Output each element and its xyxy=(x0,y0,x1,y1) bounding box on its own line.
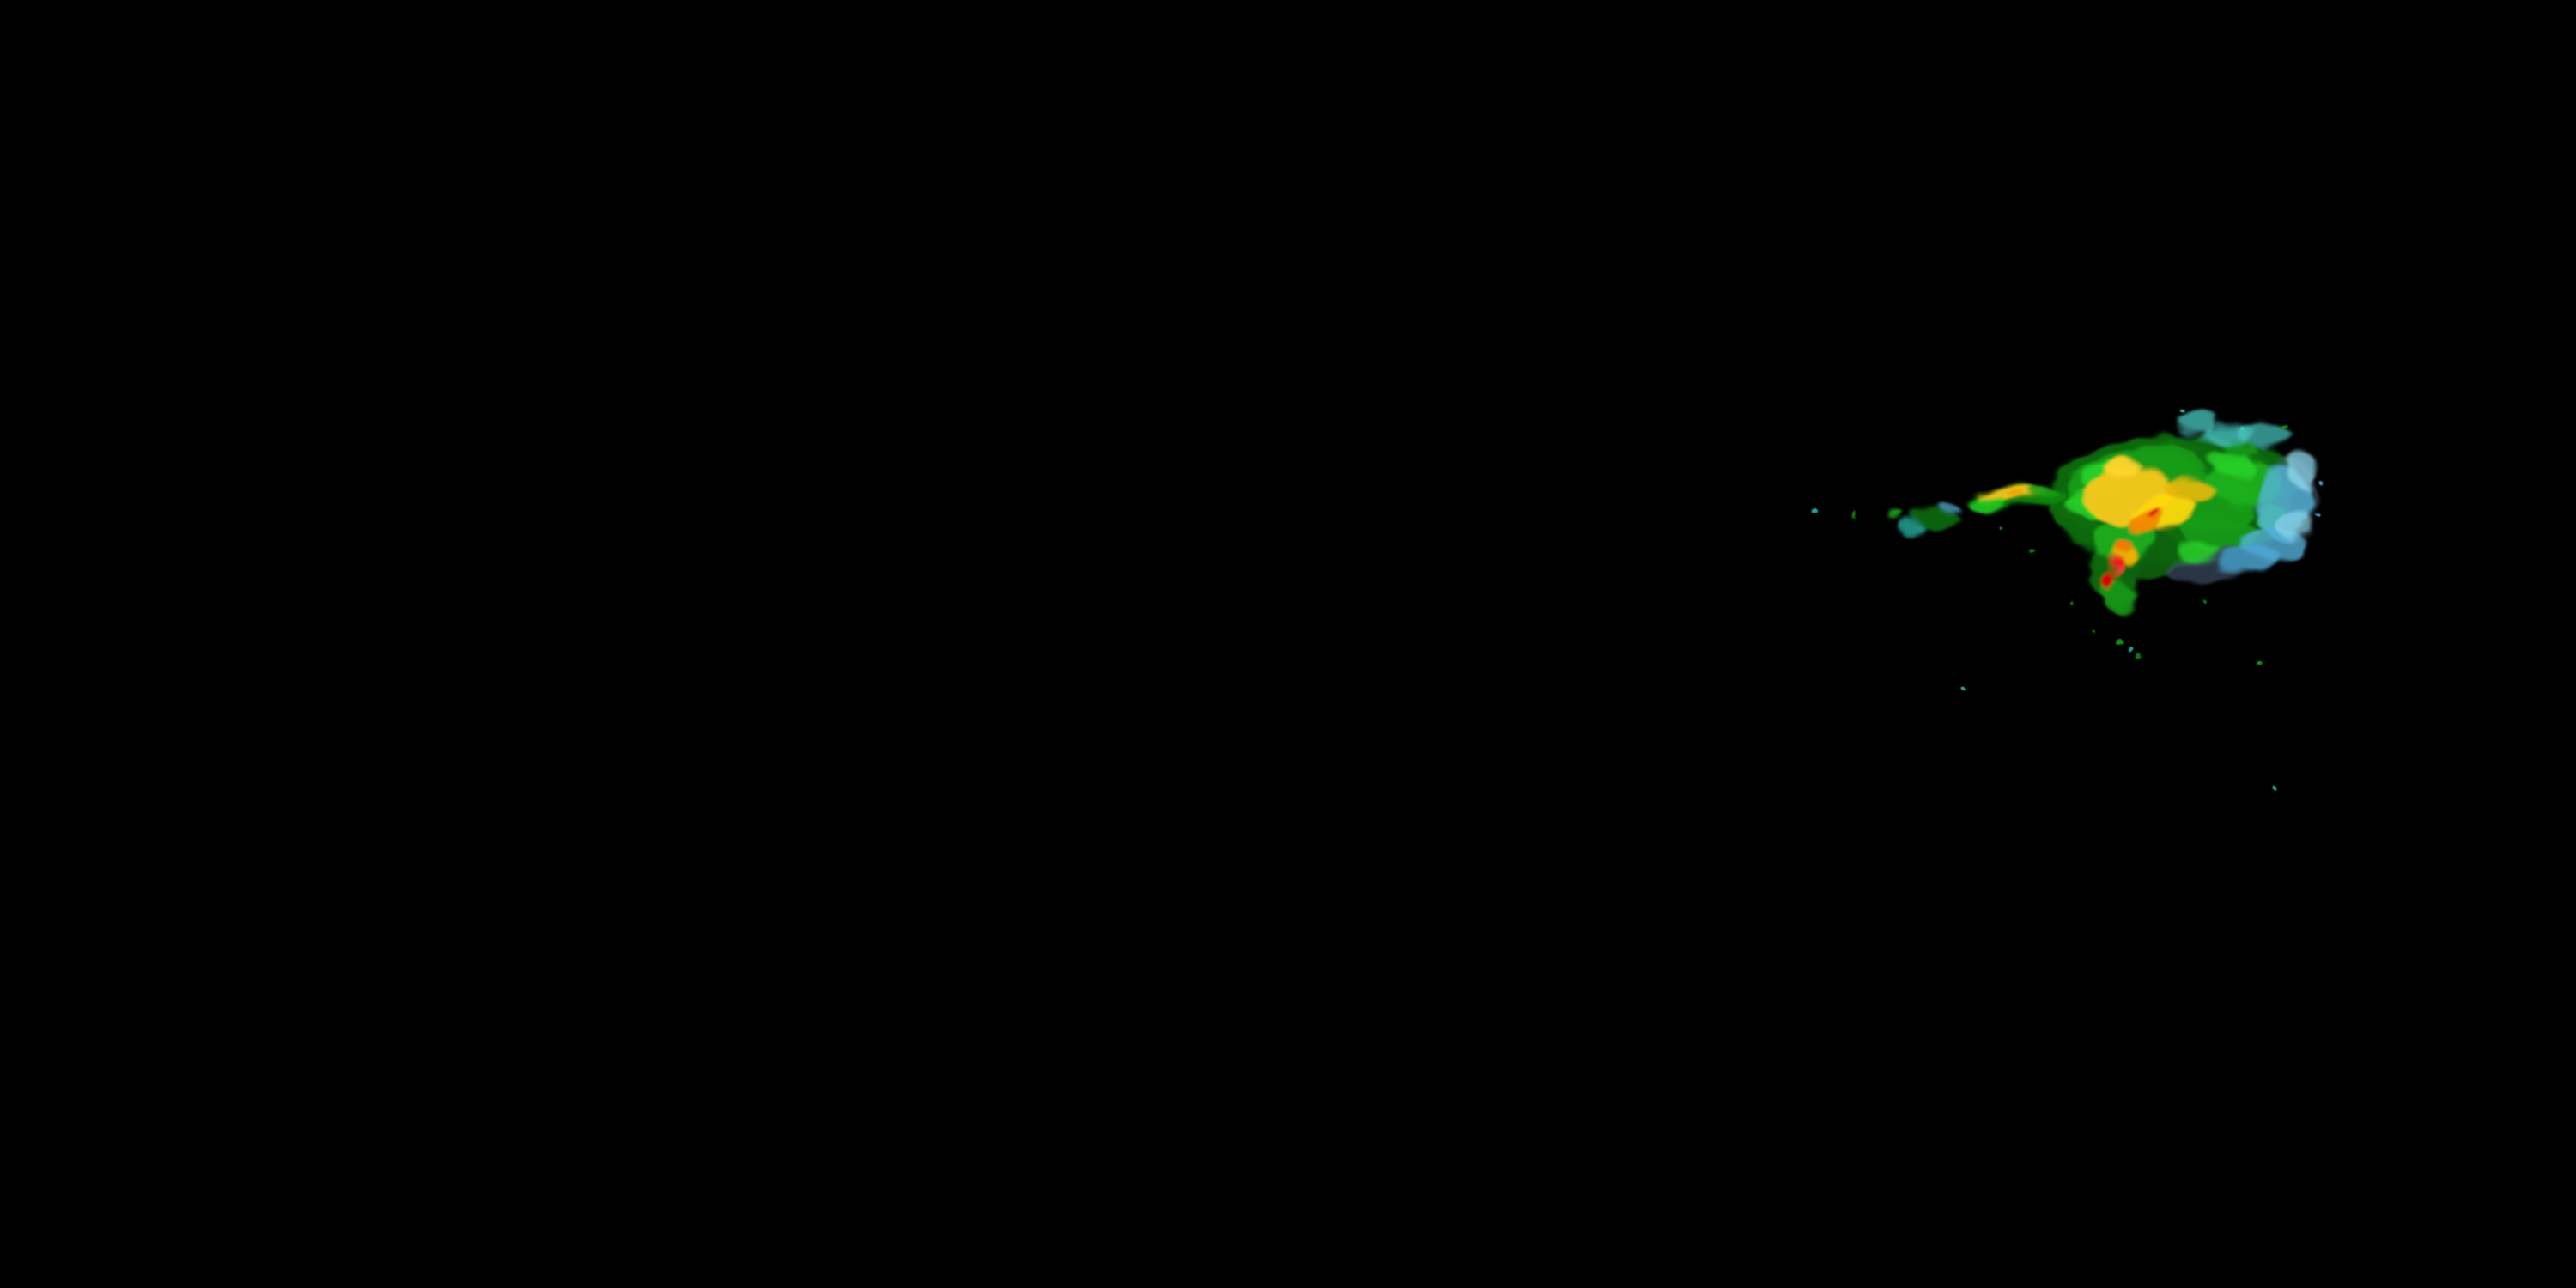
radar-echo-blob xyxy=(2103,573,2117,590)
radar-echo-blob xyxy=(1941,503,1961,513)
radar-echo-blob xyxy=(2148,511,2159,519)
radar-speck xyxy=(1852,513,1857,518)
radar-echo-blob xyxy=(2012,492,2027,499)
radar-echo-blob xyxy=(2102,460,2140,481)
radar-echo-layer xyxy=(1886,421,2322,610)
radar-echo-blob xyxy=(1899,519,1927,532)
radar-speck xyxy=(2320,480,2325,485)
radar-speck-layer xyxy=(1812,410,2325,791)
radar-echo-blob xyxy=(2166,477,2210,505)
radar-echo-blob xyxy=(2030,485,2057,497)
radar-echo-blob xyxy=(2228,438,2263,455)
radar-echo-blob xyxy=(2275,512,2313,536)
radar-speck xyxy=(2136,654,2143,661)
radar-echo-blob xyxy=(2115,566,2123,574)
radar-speck xyxy=(2240,427,2245,432)
radar-echo-blob xyxy=(2129,511,2164,533)
radar-speck xyxy=(2257,660,2263,665)
radar-speck xyxy=(2093,629,2097,633)
radar-speck xyxy=(1999,526,2002,530)
radar-speck xyxy=(2128,647,2133,653)
radar-echo-blob xyxy=(2178,541,2219,558)
radar-speck xyxy=(2271,786,2276,791)
radar-echo-blob xyxy=(2287,450,2322,491)
radar-echo-blob xyxy=(2243,422,2291,445)
radar-speck xyxy=(2116,639,2123,646)
radar-echo-blob xyxy=(2174,421,2212,434)
radar-echo-blob xyxy=(1886,512,1902,519)
radar-speck xyxy=(1960,687,1965,692)
radar-speck xyxy=(2202,598,2208,604)
radar-echo-blob xyxy=(2214,452,2251,476)
radar-speck xyxy=(2179,410,2183,414)
radar-speck xyxy=(2317,513,2320,517)
radar-speck xyxy=(2028,549,2033,554)
radar-echo-blob xyxy=(2219,546,2277,577)
radar-echo-blob xyxy=(2113,540,2132,554)
radar-speck xyxy=(2069,600,2074,605)
radar-echo-blob xyxy=(1971,495,2009,511)
radar-speck xyxy=(1812,507,1819,513)
radar-speck xyxy=(2283,424,2288,429)
